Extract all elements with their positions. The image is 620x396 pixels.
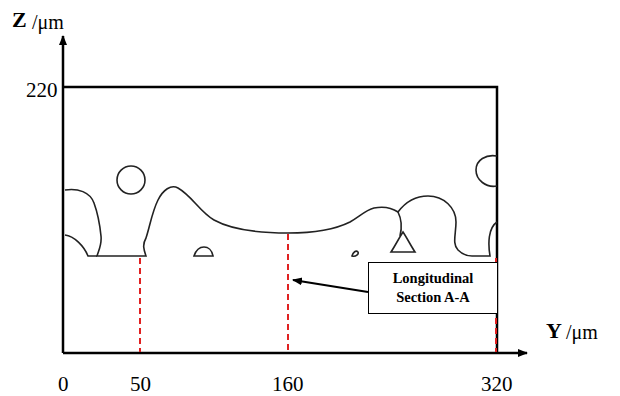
section-line (140, 234, 496, 352)
axis-label: Z (12, 9, 27, 31)
tick-label: 320 (481, 374, 513, 395)
domain-frame (63, 87, 497, 353)
z-axis (62, 36, 65, 353)
tick-label: 160 (272, 374, 304, 395)
melt-pool-profile (65, 156, 497, 257)
tick-label: /μm (32, 12, 64, 32)
callout-text: Longitudinal Section A-A (373, 269, 493, 307)
tick-label: 50 (130, 374, 151, 395)
callout-box: Longitudinal Section A-A (368, 262, 498, 314)
leader-arrow (293, 280, 368, 292)
axis-label: Y (546, 320, 562, 342)
y-axis (63, 352, 527, 355)
tick-label: /μm (566, 322, 598, 342)
tick-label: 0 (58, 374, 69, 395)
tick-label: 220 (26, 80, 58, 101)
